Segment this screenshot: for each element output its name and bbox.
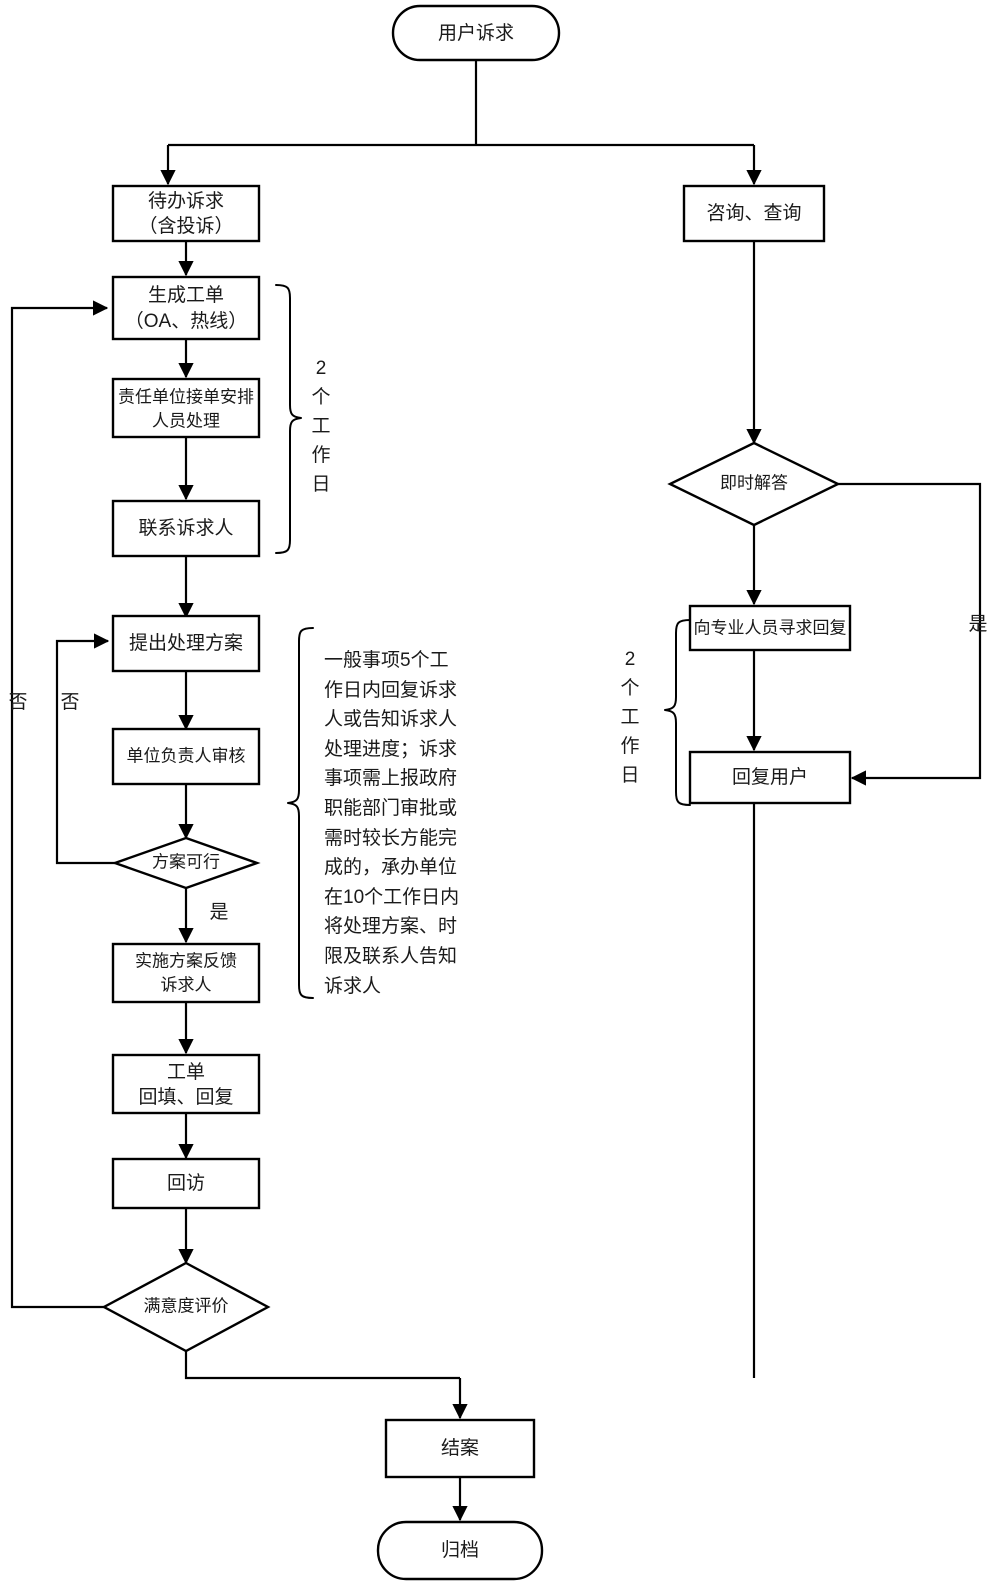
implement-feedback-label-line1: 实施方案反馈	[135, 951, 237, 970]
edge-label-no-outer: 否	[8, 692, 27, 713]
reply-user-label: 回复用户	[732, 766, 808, 788]
assign-staff-label-line2: 人员处理	[152, 411, 220, 430]
close-case-shape	[384, 1418, 536, 1479]
start-shape	[391, 4, 561, 62]
plan-feasible-shape	[111, 836, 261, 890]
node-revisit[interactable]: 回访	[111, 1157, 261, 1210]
reply-user-shape	[688, 750, 852, 805]
node-consult-query[interactable]: 咨询、查询	[682, 184, 826, 243]
node-satisfaction[interactable]: 满意度评价	[101, 1261, 271, 1353]
node-reply-user[interactable]: 回复用户	[688, 750, 852, 805]
edge-label-no-inner: 否	[60, 692, 79, 713]
assign-staff-shape	[111, 377, 261, 439]
brace-right-two-working-days	[664, 619, 691, 806]
instant-answer-label: 即时解答	[720, 473, 788, 492]
node-assign-staff[interactable]: 责任单位接单安排 人员处理	[111, 377, 261, 439]
node-propose-plan[interactable]: 提出处理方案	[111, 614, 261, 673]
braces	[275, 284, 691, 999]
implement-feedback-label-line2: 诉求人	[161, 975, 212, 994]
seek-expert-shape	[688, 604, 852, 652]
instant-answer-shape	[667, 441, 841, 527]
ticket-fill-reply-label-line1: 工单	[167, 1061, 205, 1083]
note-processing-time: 一般事项5个工 作日内回复诉求 人或告知诉求人 处理进度；诉求 事项需上报政府 …	[324, 650, 460, 997]
node-unit-review[interactable]: 单位负责人审核	[111, 727, 261, 786]
edge-satisfaction-to-merge	[184, 1351, 460, 1380]
revisit-label: 回访	[167, 1172, 205, 1194]
node-close-case[interactable]: 结案	[384, 1418, 536, 1479]
edge-label-yes-instant: 是	[968, 614, 987, 635]
start-label: 用户诉求	[438, 22, 514, 44]
consult-query-label: 咨询、查询	[706, 202, 801, 224]
contact-requester-shape	[111, 499, 261, 558]
node-archive[interactable]: 归档	[376, 1520, 544, 1581]
pending-request-label-line1: 待办诉求	[148, 190, 224, 212]
unit-review-shape	[111, 727, 261, 786]
brace-processing-time-note	[287, 627, 314, 999]
pending-request-label-line2: （含投诉）	[138, 215, 233, 237]
ticket-fill-reply-shape	[111, 1053, 261, 1115]
node-plan-feasible[interactable]: 方案可行	[111, 836, 261, 890]
seek-expert-label: 向专业人员寻求回复	[694, 618, 847, 637]
contact-requester-label: 联系诉求人	[138, 517, 233, 539]
create-ticket-label-line1: 生成工单	[148, 284, 224, 306]
connectors	[10, 60, 982, 1522]
create-ticket-shape	[111, 275, 261, 341]
pending-request-shape	[111, 184, 261, 243]
edge-feasible-no-loop	[55, 633, 115, 865]
propose-plan-shape	[111, 614, 261, 673]
edge-instant-yes-to-reply	[838, 482, 982, 786]
node-start[interactable]: 用户诉求	[391, 4, 561, 62]
satisfaction-label: 满意度评价	[144, 1296, 229, 1315]
node-implement-feedback[interactable]: 实施方案反馈 诉求人	[111, 942, 261, 1004]
propose-plan-label: 提出处理方案	[129, 632, 243, 654]
implement-feedback-shape	[111, 942, 261, 1004]
create-ticket-label-line2: （OA、热线）	[125, 310, 247, 332]
edge-satisfaction-no-loop	[10, 300, 109, 1309]
plan-feasible-label: 方案可行	[152, 852, 220, 871]
revisit-shape	[111, 1157, 261, 1210]
node-instant-answer[interactable]: 即时解答	[667, 441, 841, 527]
node-create-ticket[interactable]: 生成工单 （OA、热线）	[111, 275, 261, 341]
assign-staff-label-line1: 责任单位接单安排	[118, 387, 254, 406]
consult-query-shape	[682, 184, 826, 243]
archive-shape	[376, 1520, 544, 1581]
ticket-fill-reply-label-line2: 回填、回复	[138, 1086, 233, 1108]
node-contact-requester[interactable]: 联系诉求人	[111, 499, 261, 558]
node-seek-expert[interactable]: 向专业人员寻求回复	[688, 604, 852, 652]
satisfaction-shape	[101, 1261, 271, 1353]
node-ticket-fill-reply[interactable]: 工单 回填、回复	[111, 1053, 261, 1115]
close-case-label: 结案	[441, 1437, 479, 1459]
brace-left-two-working-days	[275, 284, 302, 554]
edge-label-yes-plan: 是	[209, 902, 228, 923]
node-pending-request[interactable]: 待办诉求 （含投诉）	[111, 184, 261, 243]
unit-review-label: 单位负责人审核	[127, 746, 246, 765]
archive-label: 归档	[441, 1539, 479, 1561]
